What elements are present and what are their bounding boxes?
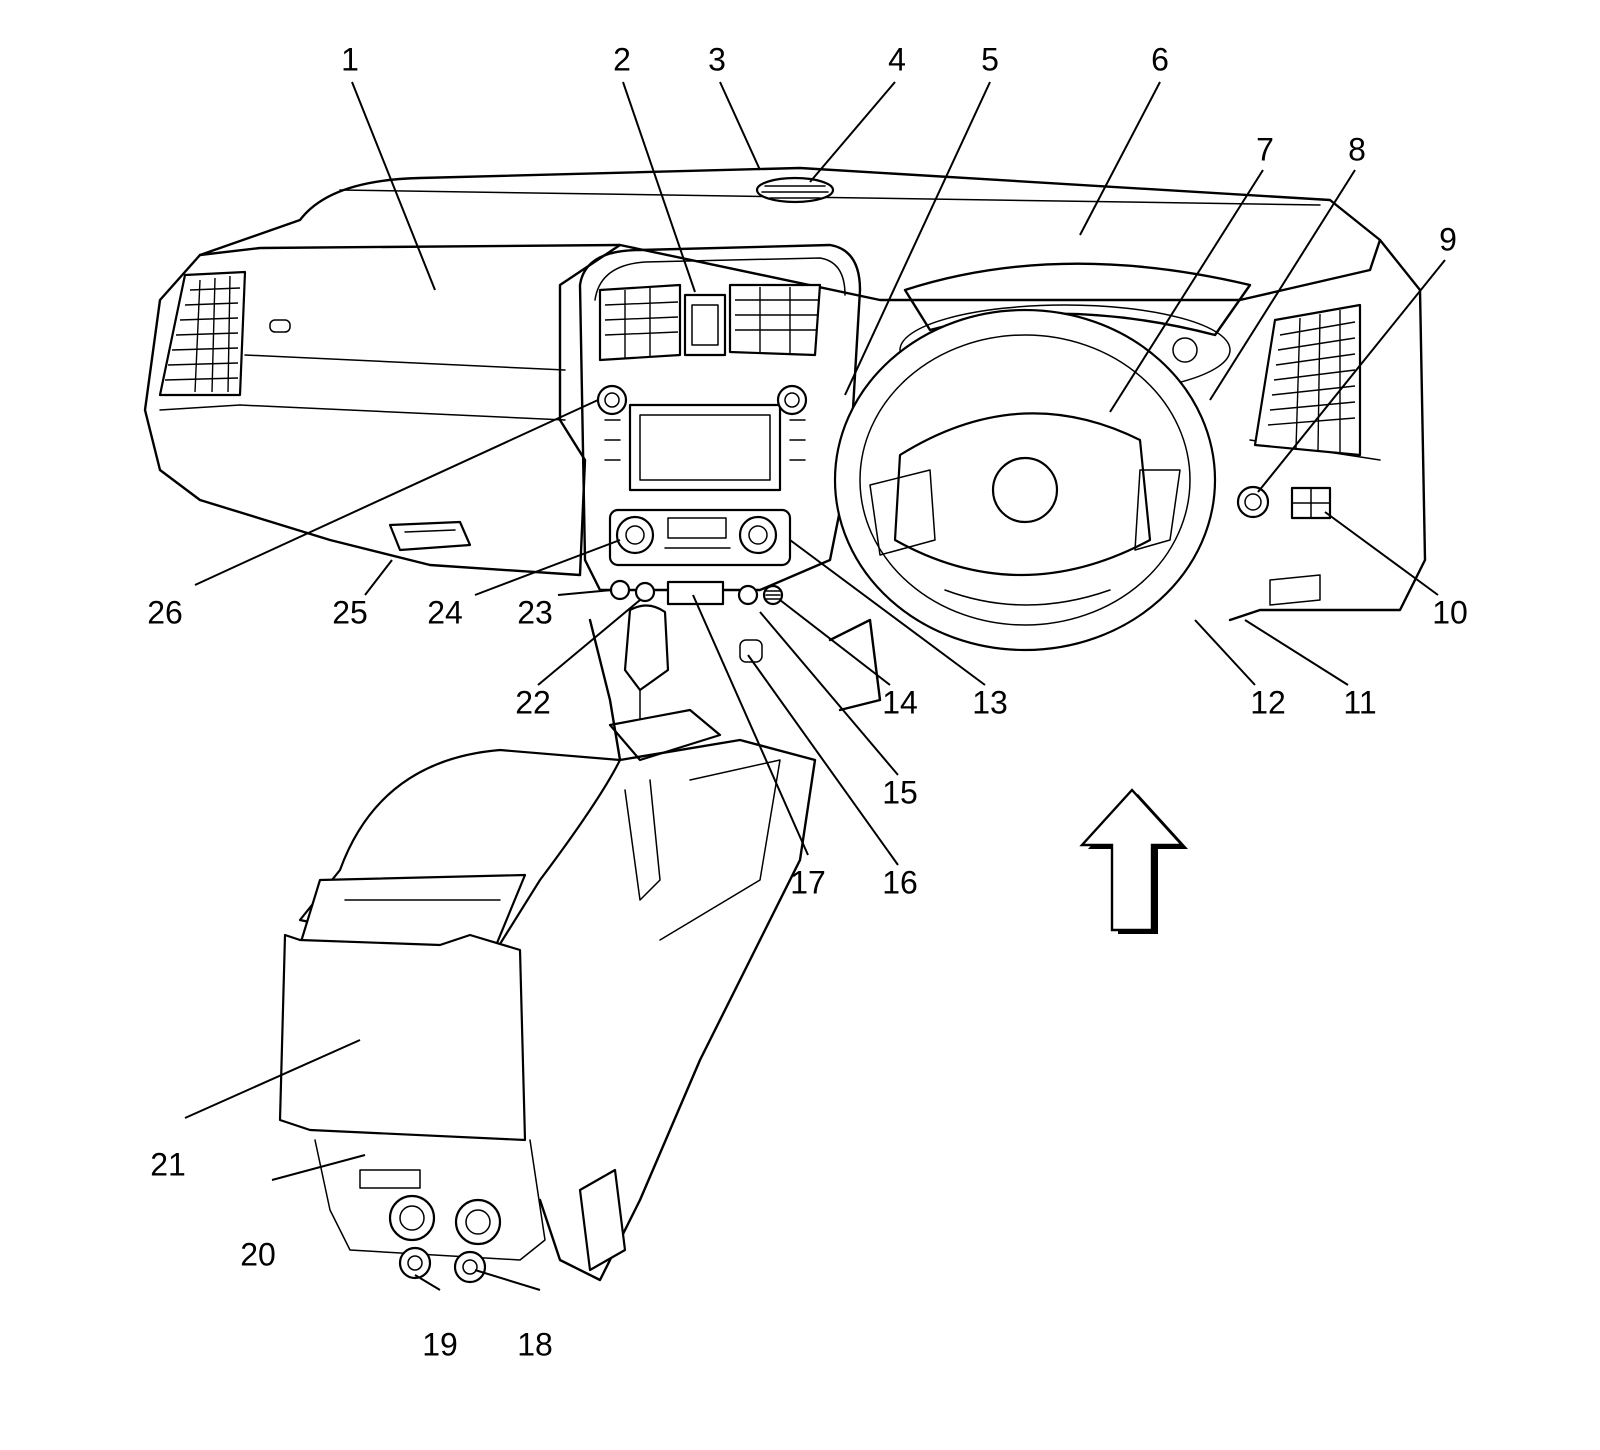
callout-18: 18 — [517, 1326, 553, 1362]
callout-26: 26 — [147, 594, 183, 630]
callout-12: 12 — [1250, 684, 1286, 720]
callout-23: 23 — [517, 594, 553, 630]
callout-14: 14 — [882, 684, 918, 720]
right-air-vent — [1253, 303, 1362, 457]
gear-shifter — [608, 604, 763, 762]
forward-arrow-icon — [1079, 788, 1188, 934]
callout-25: 25 — [332, 594, 368, 630]
climate-control-panel — [608, 508, 792, 567]
callout-20: 20 — [240, 1236, 276, 1272]
callout-24: 24 — [427, 594, 463, 630]
glove-box-handle — [388, 520, 472, 552]
callout-labels: 1 2 3 4 5 6 7 8 9 10 11 12 13 14 15 16 1… — [147, 41, 1468, 1362]
callout-6: 6 — [1151, 41, 1169, 77]
callout-22: 22 — [515, 684, 551, 720]
callout-19: 19 — [422, 1326, 458, 1362]
callout-8: 8 — [1348, 131, 1366, 167]
left-air-vent — [158, 270, 291, 397]
callout-2: 2 — [613, 41, 631, 77]
center-air-vents — [598, 283, 822, 362]
callout-17: 17 — [790, 864, 826, 900]
callout-1: 1 — [341, 41, 359, 77]
radio-display — [596, 384, 808, 492]
callout-11: 11 — [1343, 684, 1376, 720]
center-console — [278, 618, 882, 1284]
leader-lines — [184, 81, 1446, 1291]
callout-4: 4 — [888, 41, 906, 77]
instrument-panel — [143, 166, 1427, 622]
steering-wheel — [833, 308, 1217, 652]
callout-15: 15 — [882, 774, 918, 810]
callout-13: 13 — [972, 684, 1008, 720]
callout-21: 21 — [150, 1146, 186, 1182]
callout-3: 3 — [708, 41, 726, 77]
callout-16: 16 — [882, 864, 918, 900]
callout-10: 10 — [1432, 594, 1468, 630]
callout-5: 5 — [981, 41, 999, 77]
defroster-grille — [755, 176, 835, 204]
right-switch-cluster — [1236, 485, 1332, 606]
callout-7: 7 — [1256, 131, 1274, 167]
lower-switch-row — [609, 579, 784, 606]
callout-9: 9 — [1439, 221, 1457, 257]
